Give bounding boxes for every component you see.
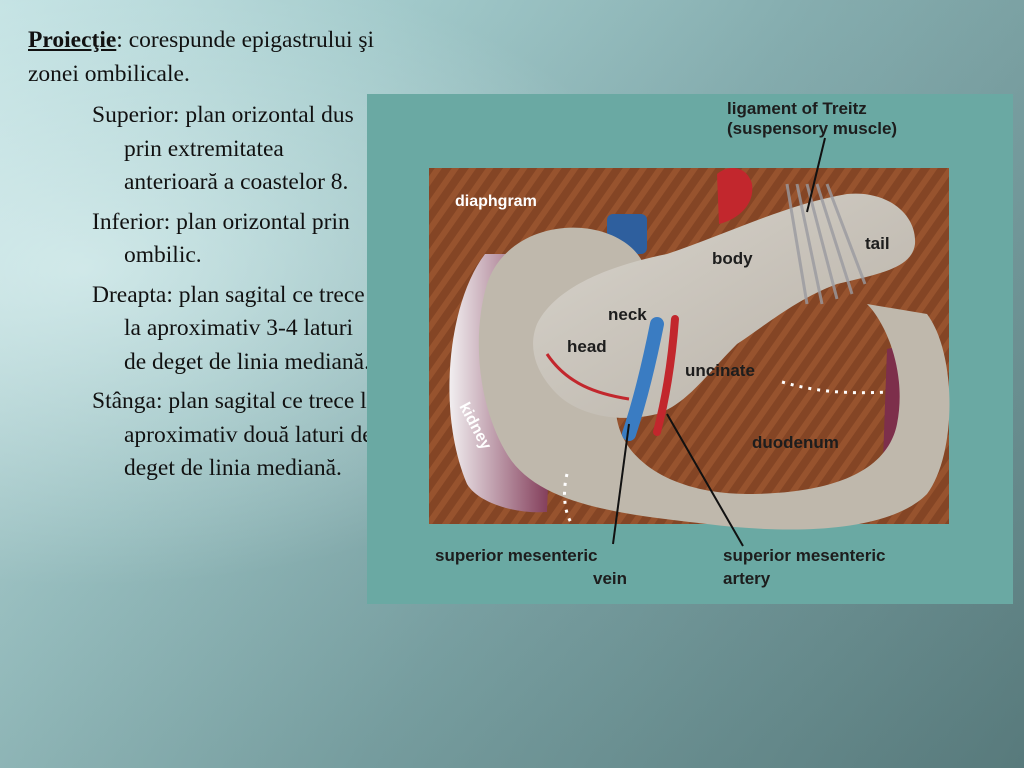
pancreas-anatomy-figure: ligament of Treitz (suspensory muscle) d… [367,94,1013,604]
label-duodenum: duodenum [752,433,839,452]
intro-text: : corespunde epigastrului şi zonei ombil… [28,27,375,87]
dotted-line-2 [563,473,574,525]
label-sma-2: artery [723,569,771,588]
intro-paragraph: Proiecţie: corespunde epigastrului şi zo… [28,24,380,91]
bullet-right: Dreapta: plan sagital ce trece la aproxi… [92,281,370,375]
label-diaphragm: diaphgram [455,193,537,210]
bullet-superior: Superior: plan orizontal dus prin extrem… [92,102,354,195]
treitz-fibers [785,183,867,305]
leader-smv [612,423,630,545]
label-ligament-1: ligament of Treitz [727,99,867,118]
smv-vessel [622,317,664,441]
text-content: Proiecţie: corespunde epigastrului şi zo… [28,24,380,492]
small-artery [545,353,630,401]
label-body: body [712,249,753,268]
pancreas-illustration: ligament of Treitz (suspensory muscle) d… [429,99,950,588]
bullet-left: Stânga: plan sagital ce trece la aproxim… [92,388,378,481]
bullet-inferior: Inferior: plan orizontal prin ombilic. [92,208,350,269]
dotted-line-1 [781,380,888,395]
leader-treitz [806,137,826,213]
label-sma-1: superior mesenteric [723,546,886,565]
label-neck: neck [608,305,647,324]
label-tail: tail [865,234,890,253]
vessel-red-top [717,168,753,224]
projection-list: Superior: plan orizontal dus prin extrem… [28,99,380,486]
label-uncinate: uncinate [685,361,755,380]
label-smv-1: superior mesenteric [435,546,598,565]
label-smv-2: vein [593,569,627,588]
intro-term: Proiecţie [28,27,117,53]
label-ligament-2: (suspensory muscle) [727,119,897,138]
leader-sma [666,413,744,547]
pancreas-shape [533,193,916,418]
sma-vessel [653,315,679,436]
label-head: head [567,337,607,356]
